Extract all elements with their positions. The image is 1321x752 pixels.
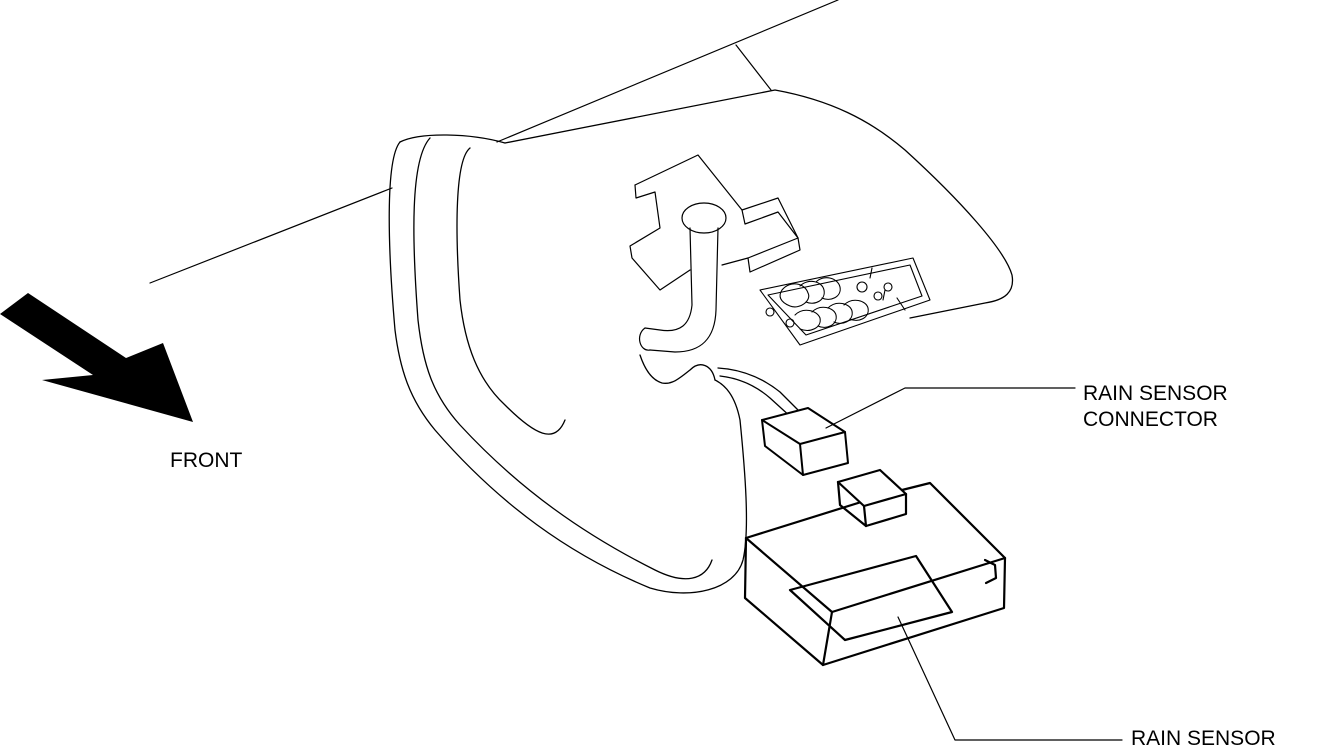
mirror-mount [629,154,801,353]
front-arrow-icon [0,293,193,422]
rain-sensor-unit [743,468,1007,667]
cover-housing [388,89,1014,594]
harness-detail [759,257,931,346]
rain-sensor-connector-label-line1: RAIN SENSOR [1083,382,1228,405]
sensor-cable [717,367,801,419]
front-label: FRONT [170,449,243,472]
rain-sensor-label: RAIN SENSOR [1131,727,1276,750]
leader-lines [825,387,1123,741]
rain-sensor-connector-label: RAIN SENSOR CONNECTOR [1083,381,1228,433]
windshield-edge [149,0,839,284]
rain-sensor-connector-label-line2: CONNECTOR [1083,408,1218,431]
rain-sensor-connector [761,407,849,476]
